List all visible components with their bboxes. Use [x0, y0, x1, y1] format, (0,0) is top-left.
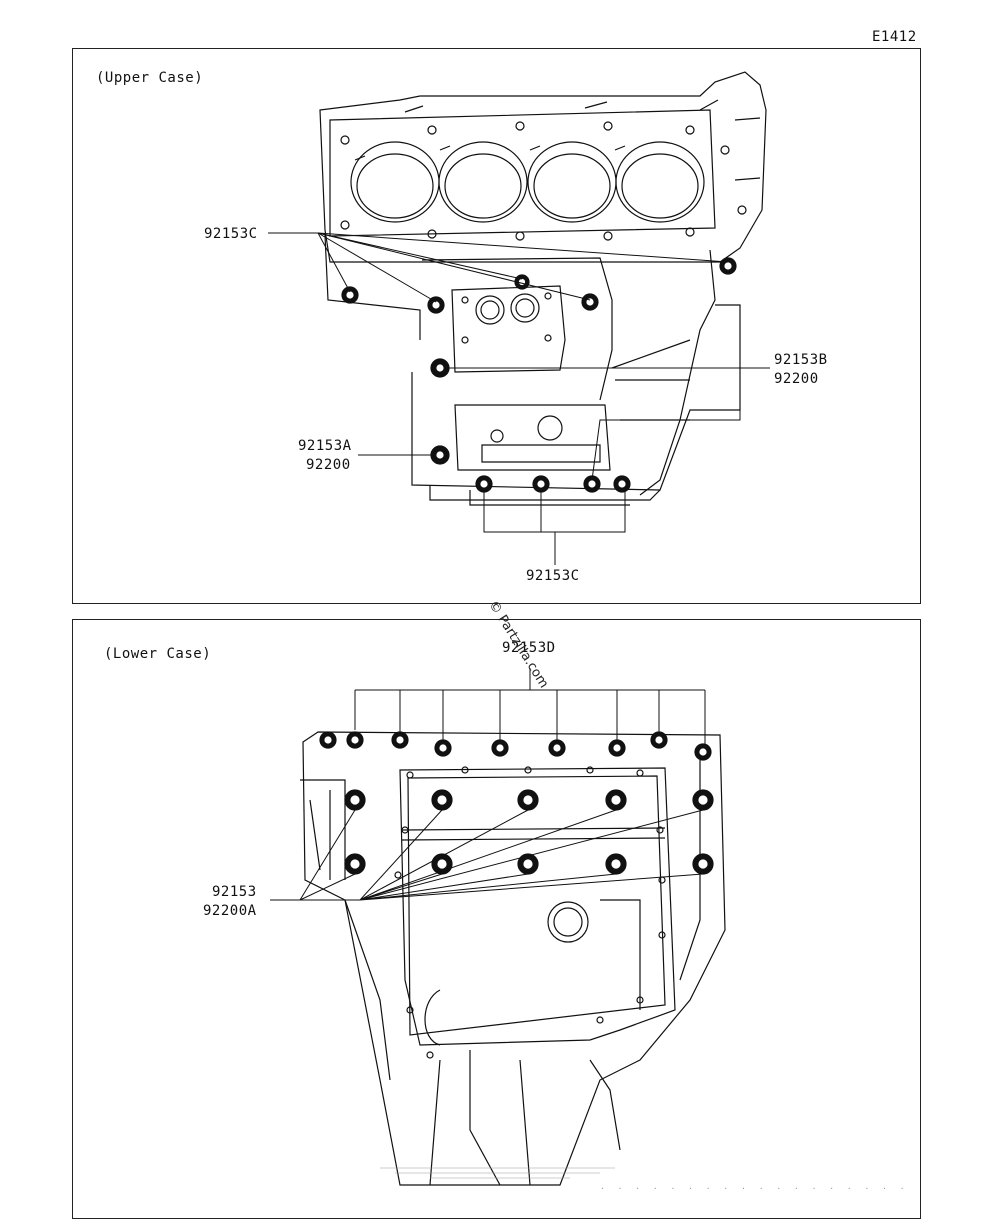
label-upper-92200-right: 92200: [774, 371, 819, 387]
label-upper-92153b: 92153B: [774, 352, 828, 368]
label-lower-92153d: 92153D: [502, 640, 556, 656]
label-lower-92153: 92153: [212, 884, 257, 900]
label-upper-92153c-bottom: 92153C: [526, 568, 580, 584]
lower-case-drawing: [300, 731, 726, 1186]
lower-case-title: (Lower Case): [104, 646, 212, 662]
label-upper-92153c-top: 92153C: [204, 226, 258, 242]
upper-case-drawing: [319, 71, 767, 506]
diagram-code: E1412: [872, 29, 917, 45]
label-lower-92200a: 92200A: [203, 903, 257, 919]
upper-case-panel: [72, 48, 921, 604]
label-upper-92200-left: 92200: [306, 457, 351, 473]
upper-case-title: (Upper Case): [96, 70, 204, 86]
label-upper-92153a: 92153A: [298, 438, 352, 454]
footer-dashes: · · · · · · · · · · · · · · · · · ·: [600, 1184, 909, 1193]
